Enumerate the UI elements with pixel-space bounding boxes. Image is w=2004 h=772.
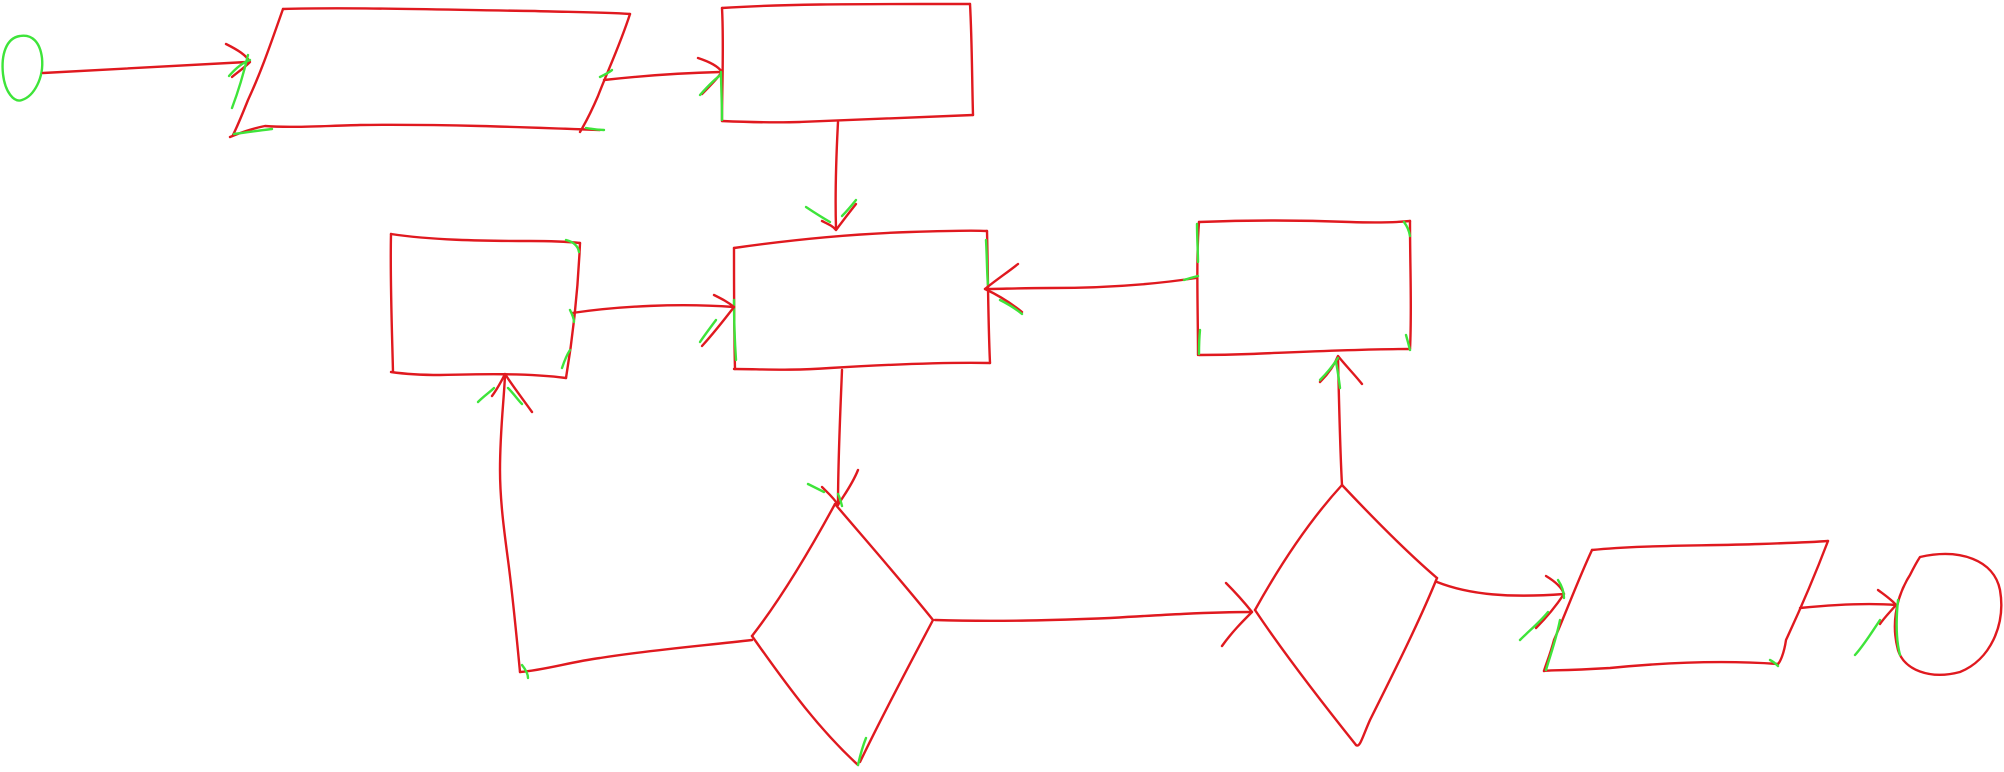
edge-process-top-to-center (804, 120, 858, 232)
start-terminal[interactable] (1, 34, 44, 102)
process-top-rectangle[interactable] (719, 2, 975, 124)
edge-decision-1-to-decision-2 (933, 581, 1254, 648)
edge-start-to-input (41, 42, 252, 79)
process-right-rectangle[interactable] (1195, 219, 1413, 357)
process-left-rectangle[interactable] (389, 232, 582, 380)
edge-left-to-center (568, 293, 736, 348)
output-parallelogram[interactable] (1542, 539, 1830, 673)
input-parallelogram[interactable] (228, 7, 632, 139)
edge-decision-1-to-left (476, 372, 754, 680)
edge-decision-2-to-output (1435, 574, 1566, 642)
edge-decision-2-to-right (1318, 354, 1364, 487)
process-center-rectangle[interactable] (732, 229, 992, 371)
edge-input-to-process-top (602, 56, 724, 97)
decision-2-diamond[interactable] (1253, 483, 1439, 747)
edge-output-to-end (1798, 588, 1898, 657)
edge-center-to-decision-1 (806, 368, 860, 508)
end-terminal[interactable] (1893, 552, 2003, 676)
edge-right-to-center (983, 262, 1200, 316)
decision-1-diamond[interactable] (750, 502, 935, 767)
